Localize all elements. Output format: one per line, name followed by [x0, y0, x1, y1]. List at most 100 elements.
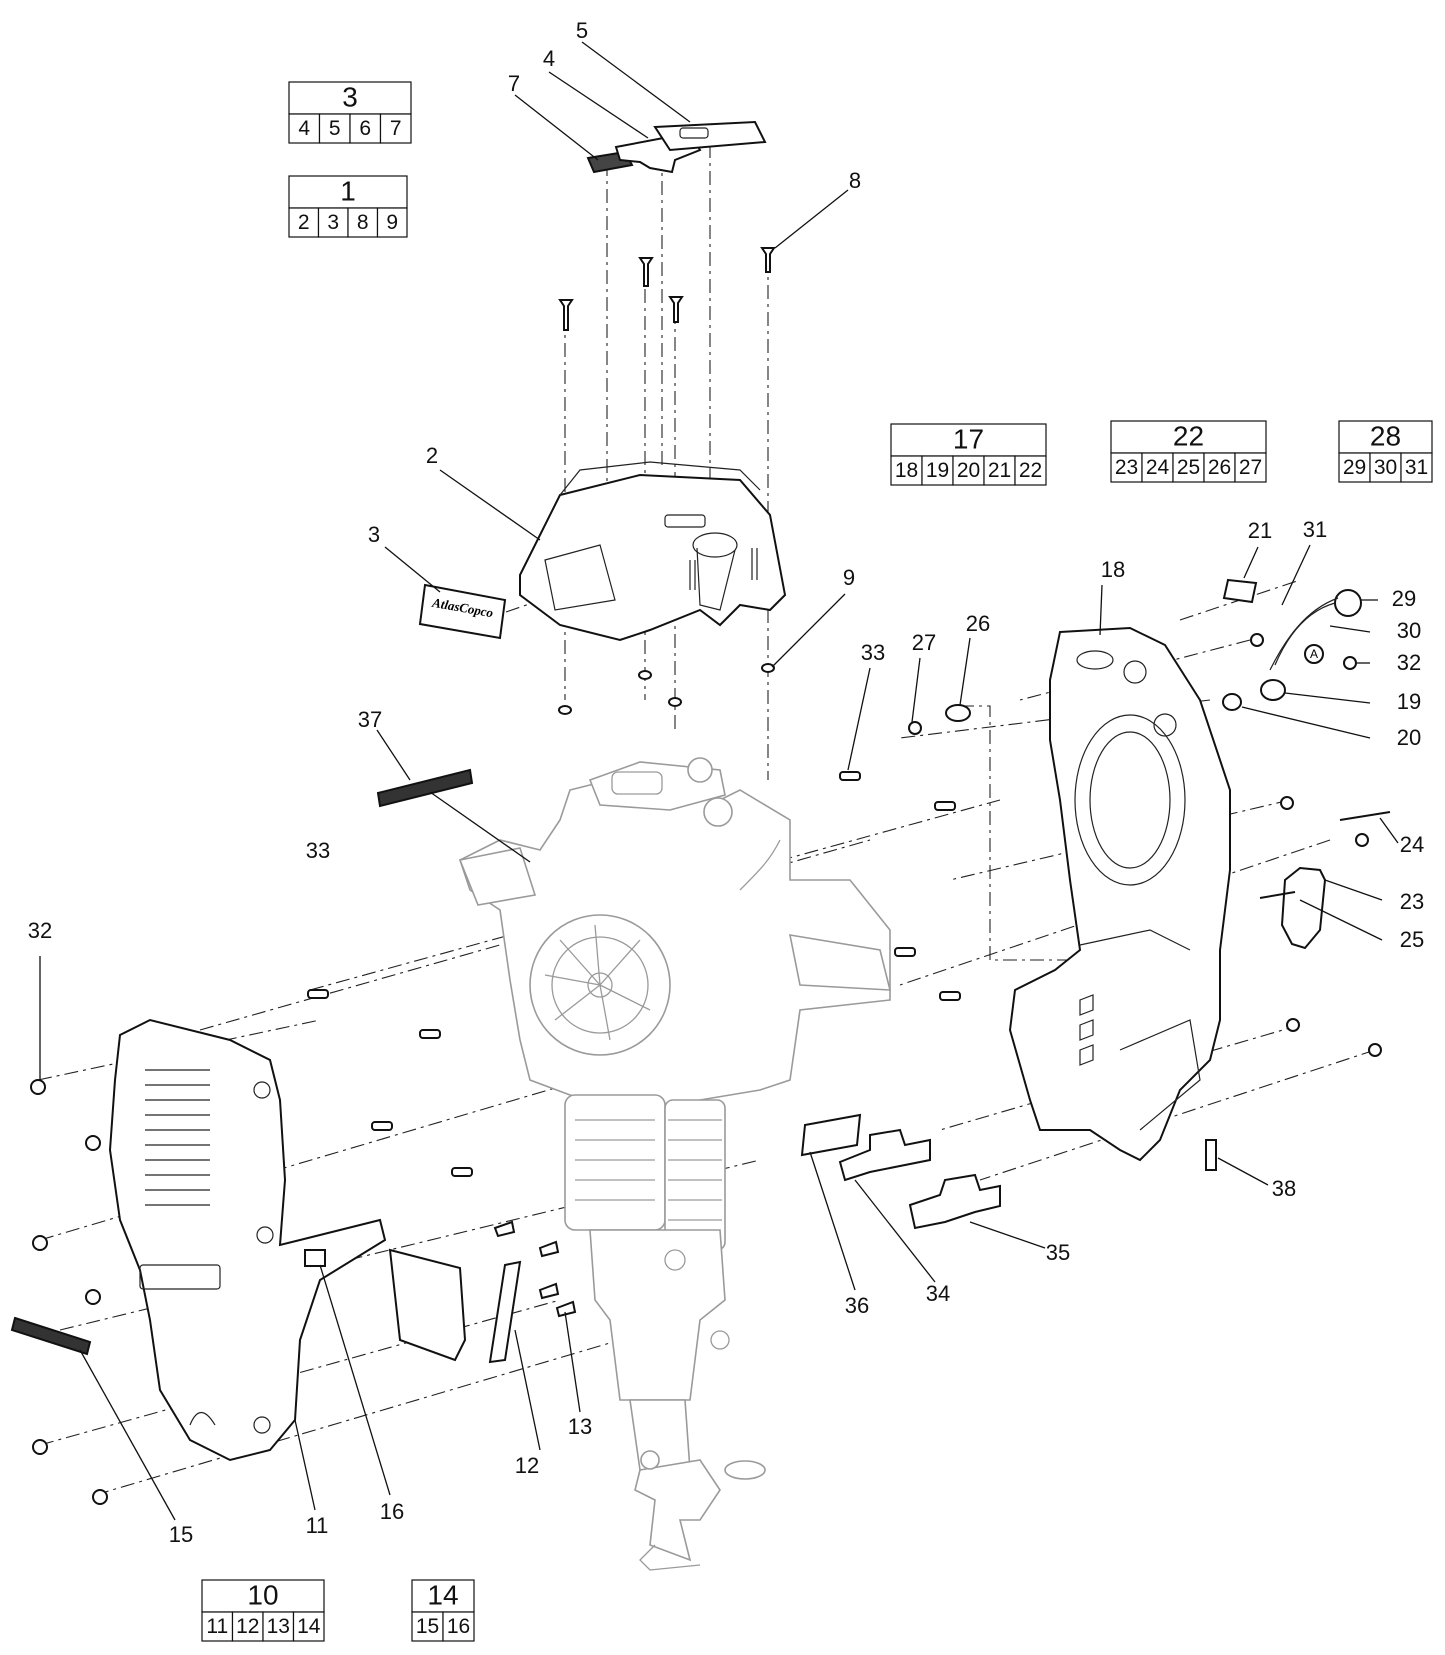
- kit-table-item: 4: [298, 117, 310, 140]
- callout-19: 19: [1397, 689, 1421, 714]
- callout-27: 27: [912, 630, 936, 655]
- kit-table-item-cell: [317, 207, 349, 238]
- kit-table-item: 30: [1374, 456, 1397, 479]
- callout-13: 13: [568, 1414, 592, 1439]
- callout-7: 7: [508, 71, 520, 96]
- callout-25: 25: [1400, 927, 1424, 952]
- kit-table-item: 5: [329, 117, 341, 140]
- kit-table-number: 14: [427, 1579, 458, 1610]
- callout-29: 29: [1392, 586, 1416, 611]
- leader-lines: [39, 41, 1399, 1521]
- kit-table-14: 14 15 16: [411, 1579, 475, 1642]
- kit-table-item-cell: [288, 113, 321, 144]
- callout-15: 15: [169, 1522, 193, 1547]
- kit-table-item: 24: [1146, 456, 1170, 479]
- left-cover: [108, 1018, 387, 1462]
- kit-table-number: 1: [340, 175, 356, 206]
- kit-table-item: 31: [1405, 456, 1428, 479]
- callout-6: 5: [576, 18, 588, 43]
- callout-32-right: 32: [1397, 650, 1421, 675]
- callout-11: 11: [306, 1513, 329, 1538]
- callout-31: 31: [1303, 517, 1327, 542]
- kit-table-item: 27: [1239, 456, 1262, 479]
- kit-table-item: 15: [416, 1615, 439, 1638]
- callout-24: 24: [1400, 832, 1424, 857]
- small-parts: A: [388, 589, 1391, 1364]
- kit-table-item-cell: [1400, 452, 1433, 483]
- label-parts: AtlasCopco: [10, 120, 1258, 1356]
- kit-table-item: 13: [267, 1615, 290, 1638]
- callout-35: 35: [1046, 1240, 1070, 1265]
- kit-table-item: 2: [298, 211, 310, 234]
- callout-32-left: 32: [28, 918, 52, 943]
- callout-numbers: 5 4 7 8 2 3 9 27 26 33 37 33 32 21 31 18…: [28, 18, 1424, 1547]
- kit-table-item-cell: [318, 113, 351, 144]
- kit-table-item: 21: [988, 459, 1011, 482]
- kit-table-item-cell: [1203, 452, 1236, 483]
- kit-table-item: 14: [297, 1615, 321, 1638]
- callout-2: 2: [426, 443, 438, 468]
- kit-table-header-cell: [411, 1579, 475, 1613]
- kit-table-number: 28: [1370, 420, 1401, 451]
- kit-table-item-cell: [1141, 452, 1174, 483]
- kit-table-item-cell: [411, 1611, 444, 1642]
- callout-33-left: 33: [306, 838, 330, 863]
- kit-table-item: 19: [926, 459, 949, 482]
- callout-20: 20: [1397, 725, 1421, 750]
- callout-8: 8: [849, 168, 861, 193]
- callout-26: 26: [966, 611, 990, 636]
- kit-table-item: 9: [386, 211, 398, 234]
- kit-table-item: 11: [206, 1615, 228, 1638]
- kit-table-header-cell: [890, 423, 1047, 457]
- breaker-body: [458, 757, 892, 1571]
- kit-table-item-cell: [262, 1611, 295, 1642]
- kit-table-item: 7: [390, 117, 402, 140]
- callout-4: 3: [368, 522, 380, 547]
- kit-table-item: 20: [957, 459, 980, 482]
- callout-18: 18: [1101, 557, 1125, 582]
- kit-table-item-cell: [1014, 455, 1047, 486]
- callout-23: 23: [1400, 889, 1424, 914]
- callout-16: 16: [380, 1499, 404, 1524]
- kit-table-item: 6: [359, 117, 371, 140]
- kit-table-item: 22: [1019, 459, 1042, 482]
- kit-table-header-cell: [1110, 420, 1267, 454]
- detail-marker-a: A: [1310, 647, 1318, 661]
- kit-table-item-cell: [347, 207, 379, 238]
- kit-table-number: 22: [1173, 420, 1204, 451]
- kit-table-item-cell: [376, 207, 408, 238]
- right-cover: [1008, 626, 1231, 1162]
- callout-21: 21: [1248, 518, 1272, 543]
- callout-5: 4: [543, 46, 555, 71]
- kit-table-item-cell: [1338, 452, 1371, 483]
- kit-table-item-cell: [442, 1611, 475, 1642]
- callout-37: 37: [358, 707, 382, 732]
- top-cover: [519, 461, 787, 642]
- callout-9: 9: [843, 565, 855, 590]
- kit-table-item: 16: [447, 1615, 470, 1638]
- kit-table-header-cell: [288, 81, 412, 115]
- callout-34: 34: [926, 1281, 950, 1306]
- kit-table-number: 17: [953, 423, 984, 454]
- kit-table-item: 23: [1115, 456, 1138, 479]
- callout-30: 30: [1397, 618, 1421, 643]
- kit-table-item-cell: [292, 1611, 325, 1642]
- kit-table-item-cell: [379, 113, 412, 144]
- kit-table-item: 8: [357, 211, 369, 234]
- kit-table-item-cell: [1234, 452, 1267, 483]
- kit-table-item: 3: [327, 211, 339, 234]
- callout-12: 12: [515, 1453, 539, 1478]
- kit-table-header-cell: [1338, 420, 1433, 454]
- callout-38: 38: [1272, 1176, 1296, 1201]
- kit-table-item: 25: [1177, 456, 1200, 479]
- kit-table-item: 12: [236, 1615, 259, 1638]
- callout-36: 36: [845, 1293, 869, 1318]
